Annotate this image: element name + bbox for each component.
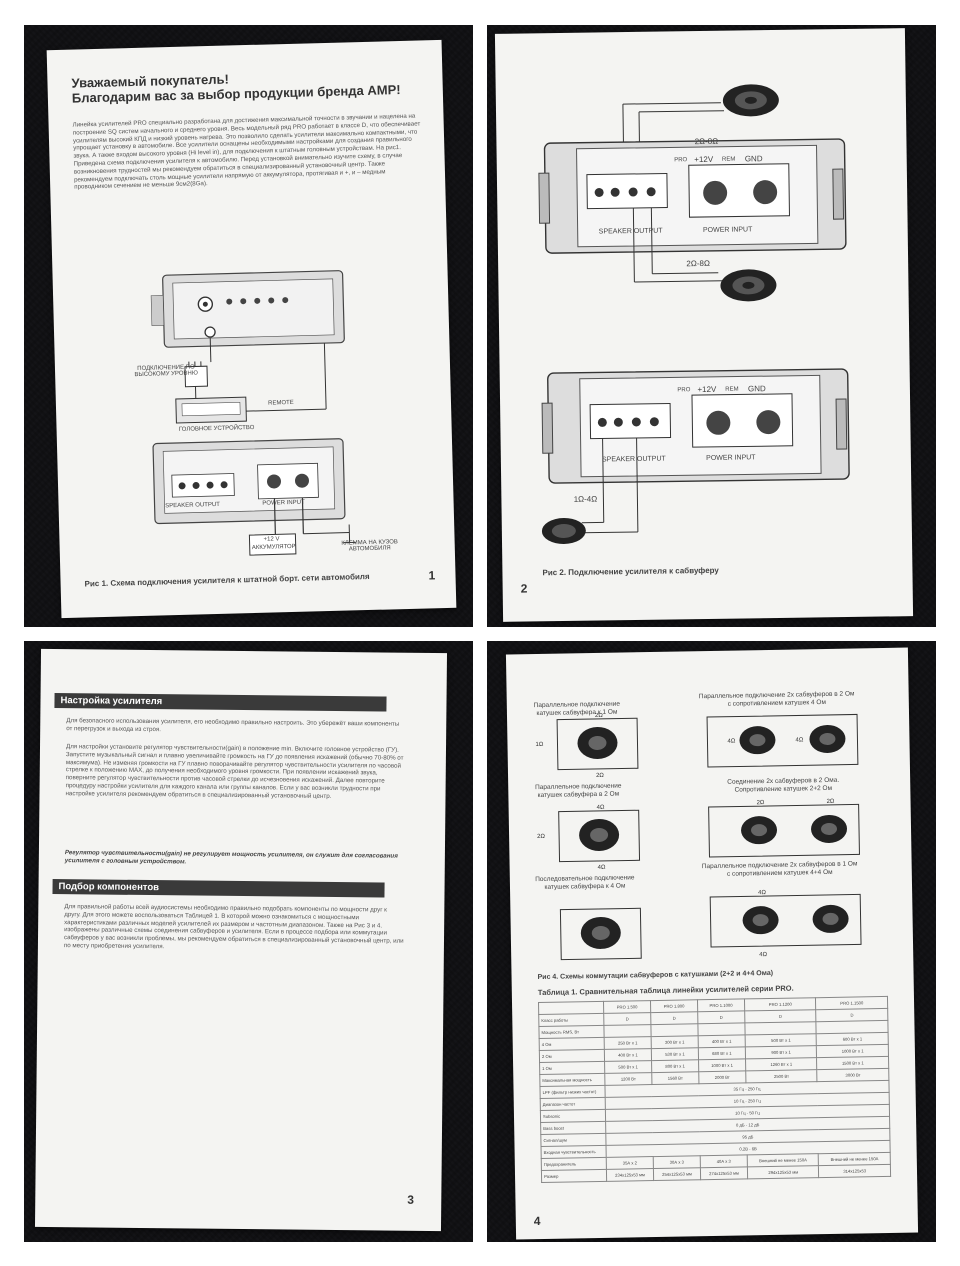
d6-imp-top: 4Ω (758, 890, 766, 896)
components-paragraph: Для правильной работы всей аудиосистемы … (63, 903, 404, 951)
d4-imp-b: 4Ω (795, 737, 803, 743)
label-battery-voltage: +12 V (263, 536, 280, 543)
manual-page-1: Уважаемый покупатель! Благодарим вас за … (46, 39, 457, 619)
label-12v-bottom: +12V (697, 384, 717, 395)
table-cell: 294x125x53 мм (747, 1165, 820, 1179)
diagram-4-title: Параллельное подключение 2х сабвуферов в… (698, 690, 855, 708)
label-impedance-bottom: 1Ω-4Ω (573, 494, 598, 504)
label-rem-top: REM (721, 156, 736, 163)
intro-paragraph: Линейка усилителей PRO специально разраб… (72, 112, 421, 191)
table-cell: 680 Вт x 1 (698, 1046, 746, 1060)
d1-imp-bottom: 2Ω (596, 773, 604, 779)
table-header-cell: PRO 1.1000 (697, 998, 745, 1012)
table-cell: 530 Вт x 1 (651, 1047, 699, 1061)
table-cell (650, 1023, 699, 1037)
table-cell: D (650, 1011, 698, 1025)
table-1-caption: Таблица 1. Сравнительная таблица линейки… (537, 983, 794, 998)
table-cell: D (603, 1012, 651, 1026)
sub-diagrams: 2Ω 1Ω 2Ω 4Ω 2Ω 4Ω 4Ω 4Ω (535, 713, 862, 961)
table-cell: 300 Вт x 1 (651, 1035, 699, 1049)
table-cell: 234x125x53 мм (606, 1168, 654, 1182)
label-12v-top: +12V (694, 154, 714, 165)
table-cell: 400 Вт x 1 (698, 1034, 746, 1048)
section-title-components: Подбор компонентов (52, 879, 385, 898)
table-cell: 250 Вт x 1 (604, 1036, 652, 1050)
table-header-cell: PRO 1.800 (650, 999, 698, 1013)
table-cell: 1560 Вт (651, 1071, 699, 1085)
table-cell: 4 Ом (539, 1037, 605, 1051)
table-cell: Мощность RMS, Вт (538, 1025, 605, 1039)
d1-imp-top: 2Ω (595, 713, 603, 719)
table-cell: D (697, 1010, 745, 1024)
d2-imp-left: 2Ω (537, 834, 545, 840)
amp-setup-procedure: Для настройки установите регулятор чувст… (65, 743, 404, 800)
table-header-cell: PRO 1.500 (603, 1000, 651, 1014)
page-number-3: 3 (407, 1192, 415, 1207)
gain-note: Регулятор чувствительности(gain) не регу… (64, 849, 398, 866)
table-cell: Размер (541, 1169, 607, 1183)
label-impedance-top: 2Ω-8Ω (694, 136, 719, 147)
section-title-amp-setup: Настройка усилителя (54, 693, 387, 712)
label-rem-bottom: REM (725, 386, 739, 393)
table-cell: 254x125x53 мм (653, 1167, 701, 1181)
table-cell: 1000 Вт x 1 (698, 1058, 746, 1072)
page-number-1: 1 (428, 568, 436, 583)
d5-imp-b: 2Ω (826, 799, 834, 805)
label-power-input-bottom: POWER INPUT (706, 454, 756, 462)
page-1-heading: Уважаемый покупатель! Благодарим вас за … (71, 66, 432, 106)
table-cell: 35А x 2 (606, 1156, 654, 1170)
table-cell: 2000 Вт (698, 1070, 746, 1084)
page-number-4: 4 (533, 1214, 541, 1229)
photo-cell-page-2: 2Ω-8Ω 2Ω-8Ω 1Ω-4Ω SPEAKER OUTPUT POWER I… (487, 25, 936, 627)
table-cell: 314x125x53 (818, 1164, 891, 1178)
d4-imp-a: 4Ω (727, 739, 735, 745)
table-cell: 1200 Вт (604, 1072, 652, 1086)
label-power-input-top: POWER INPUT (702, 226, 753, 235)
page-number-2: 2 (520, 581, 528, 596)
wiring-diagram-1 (150, 270, 356, 556)
label-ground: КЛЕММА НА КУЗОВ АВТОМОБИЛЯ (341, 539, 398, 553)
photo-cell-page-4: Параллельное подключение катушек сабвуфе… (487, 641, 936, 1242)
table-cell: 274x125x53 мм (700, 1166, 748, 1180)
label-speaker-output-bottom: SPEAKER OUTPUT (601, 455, 666, 464)
label-gnd-top: GND (744, 154, 763, 164)
label-pro-top: PRO (674, 157, 688, 164)
manual-page-3: Настройка усилителя Для безопасного испо… (34, 648, 448, 1232)
label-impedance-mid: 2Ω-8Ω (686, 258, 710, 269)
manual-page-4: Параллельное подключение катушек сабвуфе… (505, 647, 919, 1240)
table-cell: 800 Вт x 1 (651, 1059, 699, 1073)
table-cell: Входная чувствительность (541, 1145, 607, 1159)
label-speaker-output-top: SPEAKER OUTPUT (598, 227, 663, 236)
table-cell: Сигнал/шум (540, 1133, 607, 1147)
d2-imp-top: 4Ω (597, 805, 605, 811)
amp-setup-intro: Для безопасного использования усилителя,… (66, 717, 400, 733)
d6-imp-bottom: 4Ω (759, 952, 767, 958)
figure-2-caption: Рис 2. Подключение усилителя к сабвуферу (542, 565, 719, 578)
manual-page-2: 2Ω-8Ω 2Ω-8Ω 1Ω-4Ω SPEAKER OUTPUT POWER I… (494, 28, 914, 622)
label-hilevel: ПОДКЛЮЧЕНИЕ ПО ВЫСОКОМУ УРОВНЮ (134, 364, 198, 379)
photo-cell-page-1: Уважаемый покупатель! Благодарим вас за … (24, 25, 473, 627)
table-cell (603, 1024, 652, 1038)
photo-cell-page-3: Настройка усилителя Для безопасного испо… (24, 641, 473, 1242)
figure-1-caption: Рис 1. Схема подключения усилителя к шта… (84, 571, 370, 589)
d5-imp-a: 2Ω (757, 800, 765, 806)
label-gnd-bottom: GND (747, 384, 766, 394)
table-cell: 500 Вт x 1 (604, 1060, 652, 1074)
table-cell (697, 1022, 746, 1036)
subwoofer-wiring-diagram (538, 84, 850, 544)
spec-table: PRO 1.500 PRO 1.800 PRO 1.1000 PRO 1.120… (538, 996, 891, 1183)
d1-imp-left: 1Ω (535, 742, 543, 748)
label-pro-bottom: PRO (677, 387, 691, 394)
d2-imp-bottom: 4Ω (598, 865, 606, 871)
table-cell: 40А x 3 (700, 1154, 748, 1168)
figure-4-caption: Рис 4. Схемы коммутации сабвуферов с кат… (537, 969, 774, 982)
table-cell: 30А x 3 (653, 1155, 701, 1169)
table-cell: 400 Вт x 1 (604, 1048, 652, 1062)
